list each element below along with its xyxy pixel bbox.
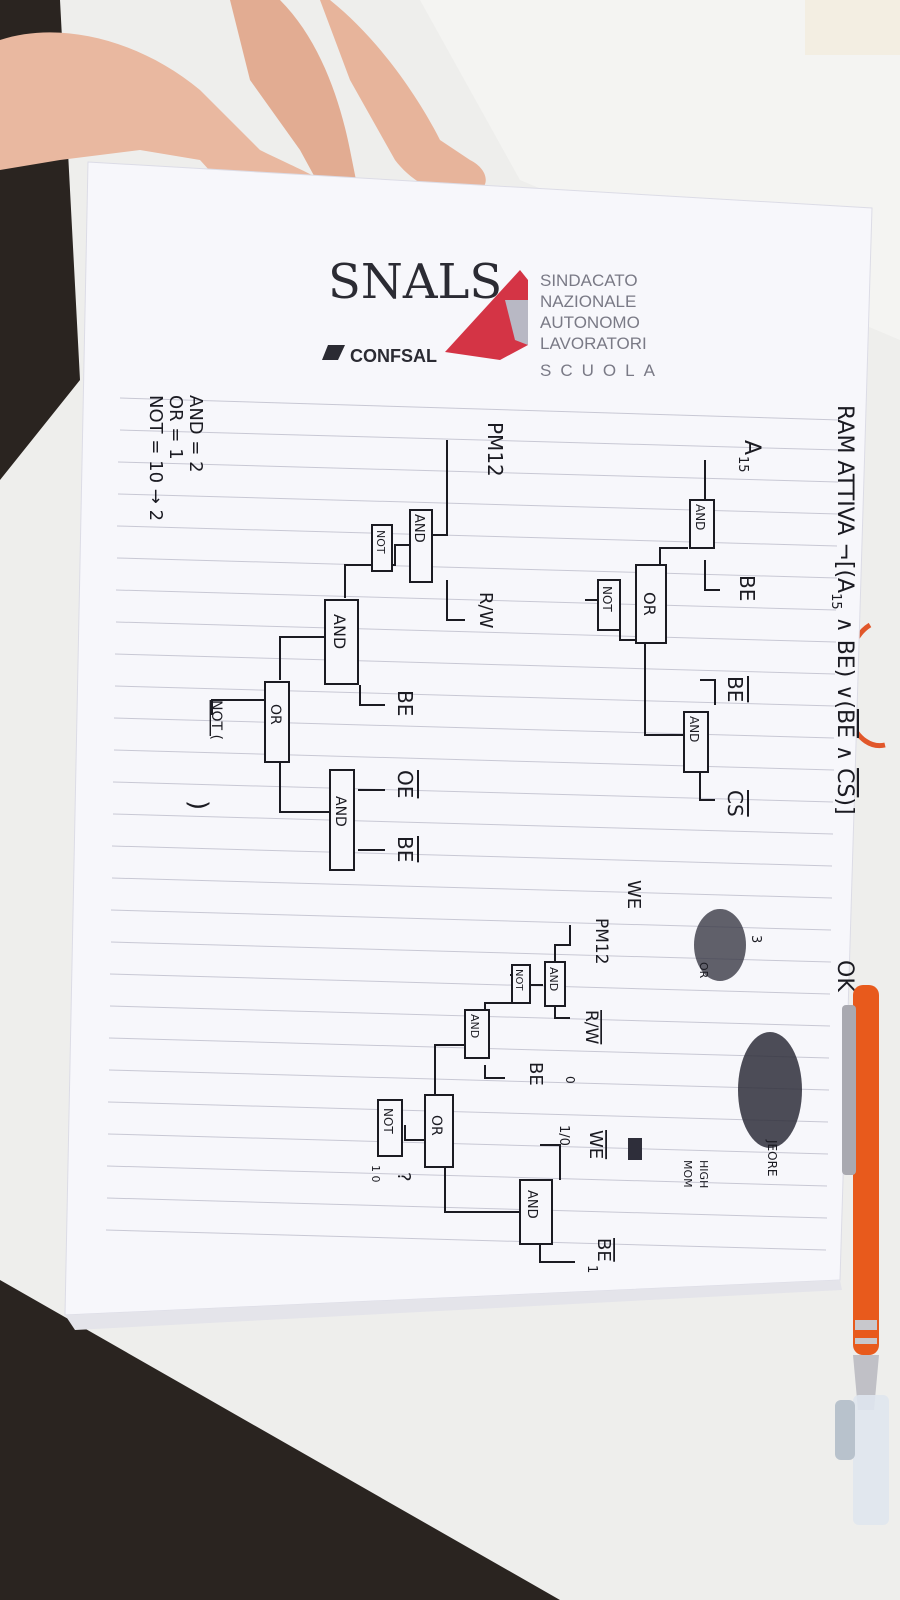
d1-or-label: OR <box>640 592 659 616</box>
formula-text: RAM ATTIVA ¬[(A15 ∧ BE) ∨(BE ∧ CS)] <box>828 405 857 815</box>
d2-and-label-2: AND <box>330 614 349 649</box>
count-or: OR = 1 <box>165 395 186 460</box>
snals-logo-text: SNALS <box>328 254 502 310</box>
d3-title-we: WE <box>623 880 644 909</box>
d3-and-gate-1 <box>544 961 566 1007</box>
d3-and-label-1: AND <box>547 967 560 991</box>
d3-and-label-2: AND <box>468 1014 481 1038</box>
d3-input-rw-bar: R/W <box>581 1010 601 1045</box>
d3-or-label: OR <box>428 1115 444 1136</box>
d1-input-be-bar: BE <box>723 676 747 702</box>
d3-not-label-1: NOT <box>513 969 524 991</box>
svg-text:15: 15 <box>735 456 750 473</box>
scribble-1 <box>694 909 746 981</box>
d3-not-gate-1 <box>511 964 531 1004</box>
d3-frac: 1/0 <box>556 1125 571 1146</box>
d3-one: 1 <box>584 1265 599 1273</box>
diagram-1: A 15 AND BE OR NOT BE AND CS <box>597 440 764 817</box>
d3-input-we-bar: WE <box>585 1130 606 1159</box>
diagram-2: PM12 AND NOT R/W AND BE OR NOT ( AND OE … <box>183 422 507 871</box>
scribble-end: JEORE <box>765 1139 779 1177</box>
d2-not-gate-1 <box>371 524 393 572</box>
d2-or-label: OR <box>267 704 283 725</box>
confsal-icon <box>322 345 345 360</box>
d2-and-gate-2 <box>324 599 359 685</box>
d2-and-label-3: AND <box>332 796 348 827</box>
d2-input-pm: PM12 <box>483 422 507 477</box>
org-line-2: NAZIONALE <box>540 292 636 311</box>
d3-or-gate <box>424 1094 454 1168</box>
d3-circle-zero: 0 <box>563 1076 577 1084</box>
mom-label: MOM <box>681 1160 694 1188</box>
d3-and-gate-2 <box>464 1009 490 1059</box>
scribbles: 3 OR JEORE HIGH MOM <box>628 909 802 1188</box>
d3-input-pm: PM12 <box>591 918 611 965</box>
d1-and-gate-1 <box>689 499 715 549</box>
d3-input-be: BE <box>525 1062 546 1086</box>
d2-input-be-bar: BE <box>393 836 417 862</box>
d2-output-label: NOT ( <box>208 700 224 740</box>
d2-input-be: BE <box>393 690 417 716</box>
sheet-edge <box>65 1280 842 1330</box>
d2-input-rw: R/W <box>475 592 496 629</box>
d3-not-label-2: NOT <box>381 1108 395 1134</box>
d1-not-label: NOT <box>600 586 614 612</box>
d1-and-gate-2 <box>683 711 709 773</box>
diagram-2-wires <box>211 440 465 851</box>
d2-faint-mark: ) <box>183 800 213 810</box>
formula-line: RAM ATTIVA ¬[(A15 ∧ BE) ∨(BE ∧ CS)] OK <box>828 405 857 992</box>
d1-and-label-1: AND <box>693 504 707 530</box>
count-not: NOT = 10 → 2 <box>145 395 166 521</box>
scribble-2 <box>738 1032 802 1148</box>
svg-text:A: A <box>739 440 764 455</box>
count-and: AND = 2 <box>185 395 206 473</box>
confsal-label: CONFSAL <box>350 346 437 366</box>
d2-input-oe-bar: OE <box>393 770 417 798</box>
scribble-or: OR <box>697 962 710 979</box>
scribble-3: 3 <box>748 935 763 943</box>
scribble-3-block <box>628 1138 642 1160</box>
d1-input-be: BE <box>735 575 759 601</box>
d1-and-label-2: AND <box>687 716 701 742</box>
gate-counts: AND = 2 OR = 1 NOT = 10 → 2 <box>145 395 206 521</box>
org-line-4: LAVORATORI <box>540 334 647 353</box>
org-line-1: SINDACATO <box>540 271 638 290</box>
d3-and-label-3: AND <box>524 1190 539 1219</box>
d3-out-10: 1 0 <box>369 1165 382 1183</box>
org-line-3: AUTONOMO <box>540 313 640 332</box>
orange-pen <box>835 985 889 1525</box>
d2-not-label-1: NOT <box>374 530 387 554</box>
d3-and-gate-3 <box>519 1179 553 1245</box>
d3-out-q: ? <box>393 1172 414 1182</box>
high-label: HIGH <box>697 1160 710 1188</box>
d2-and-gate-1 <box>409 509 433 583</box>
d2-and-gate-3 <box>329 769 355 871</box>
diagram-3: WE PM12 AND NOT R/W AND BE OR NOT ? 1 0 … <box>369 880 644 1273</box>
d1-not-gate <box>597 579 621 631</box>
d2-and-label-1: AND <box>411 514 426 543</box>
d3-not-gate-2 <box>377 1099 403 1157</box>
box-object <box>805 0 900 55</box>
d3-input-be-bar: BE <box>593 1238 614 1262</box>
d1-or-gate <box>635 564 667 644</box>
d2-or-gate <box>264 681 290 763</box>
snals-logo-mark-grey <box>505 300 528 345</box>
ok-mark: OK <box>832 960 857 992</box>
org-line-5: SCUOLA <box>540 361 664 380</box>
letterhead: SNALS CONFSAL SINDACATO NAZIONALE AUTONO… <box>322 254 664 380</box>
d1-input-a: A 15 <box>735 440 764 473</box>
snals-logo-mark <box>445 270 528 360</box>
d1-input-cs-bar: CS <box>723 790 747 817</box>
